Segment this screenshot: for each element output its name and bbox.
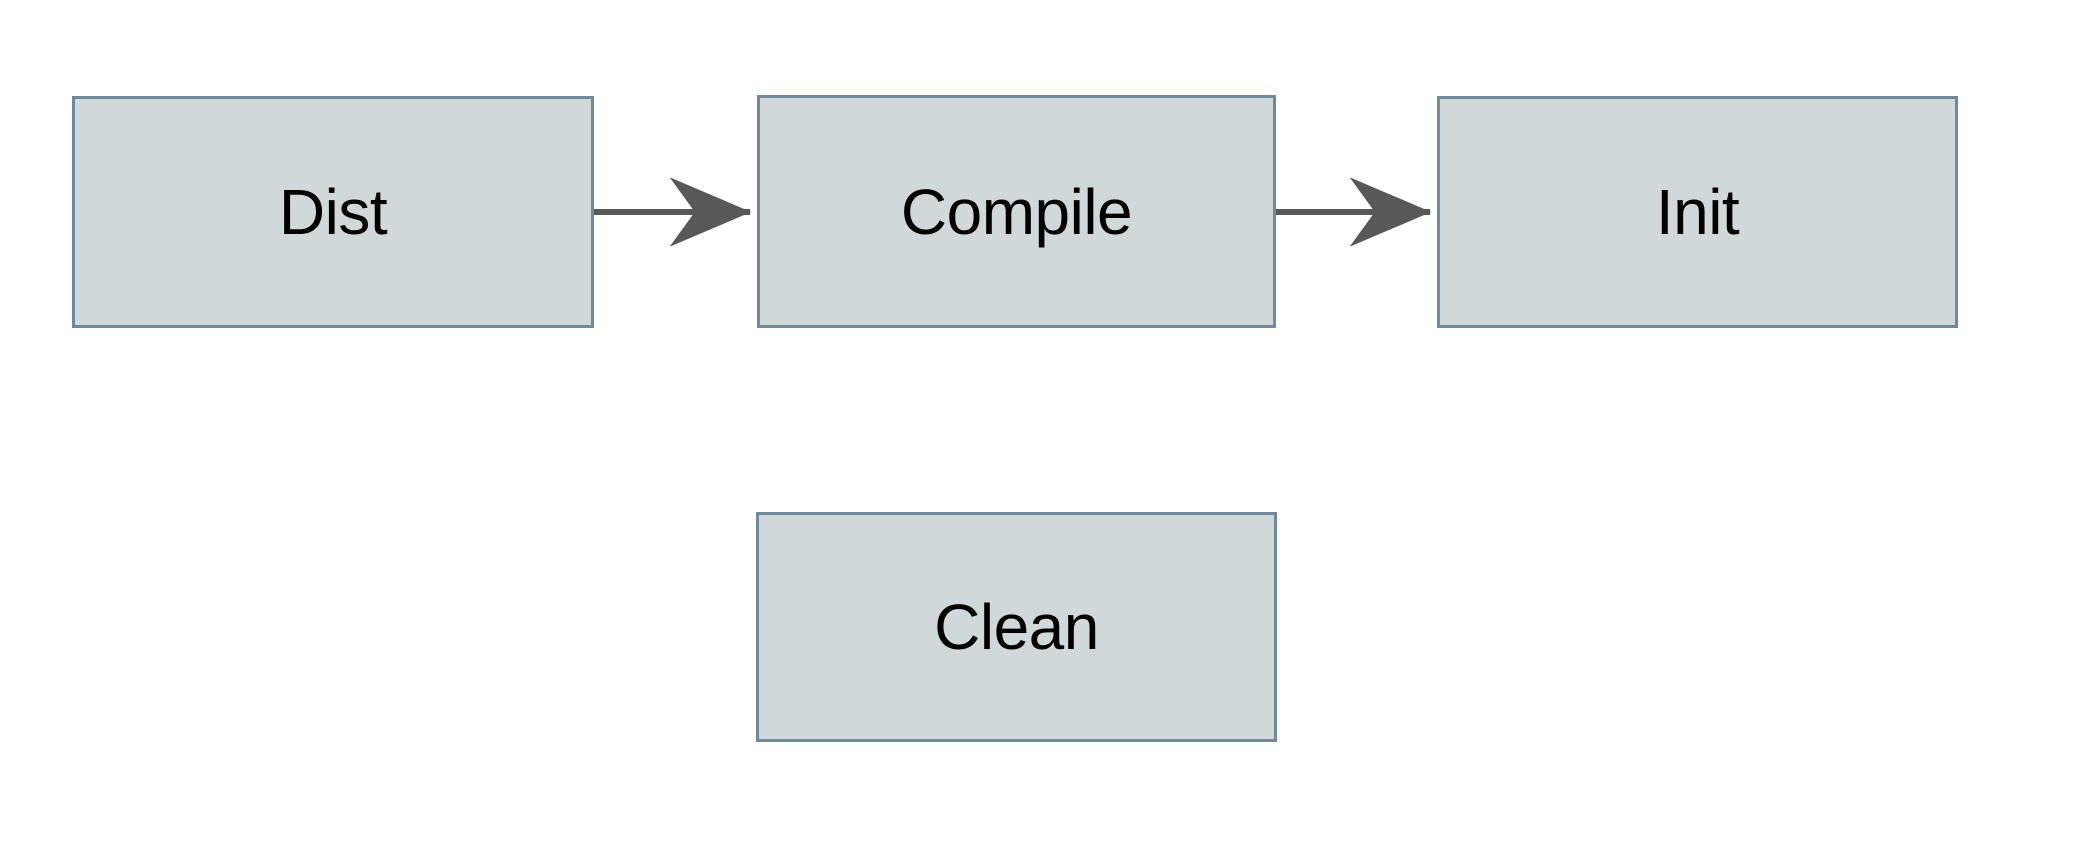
node-compile-label: Compile [900,175,1133,248]
node-init[interactable]: Init [1437,96,1958,328]
node-clean-label: Clean [934,591,1099,663]
node-compile[interactable]: Compile [757,95,1276,328]
node-init-label: Init [1655,176,1740,248]
node-clean[interactable]: Clean [756,512,1277,742]
node-dist[interactable]: Dist [72,96,594,328]
node-dist-label: Dist [278,176,388,248]
